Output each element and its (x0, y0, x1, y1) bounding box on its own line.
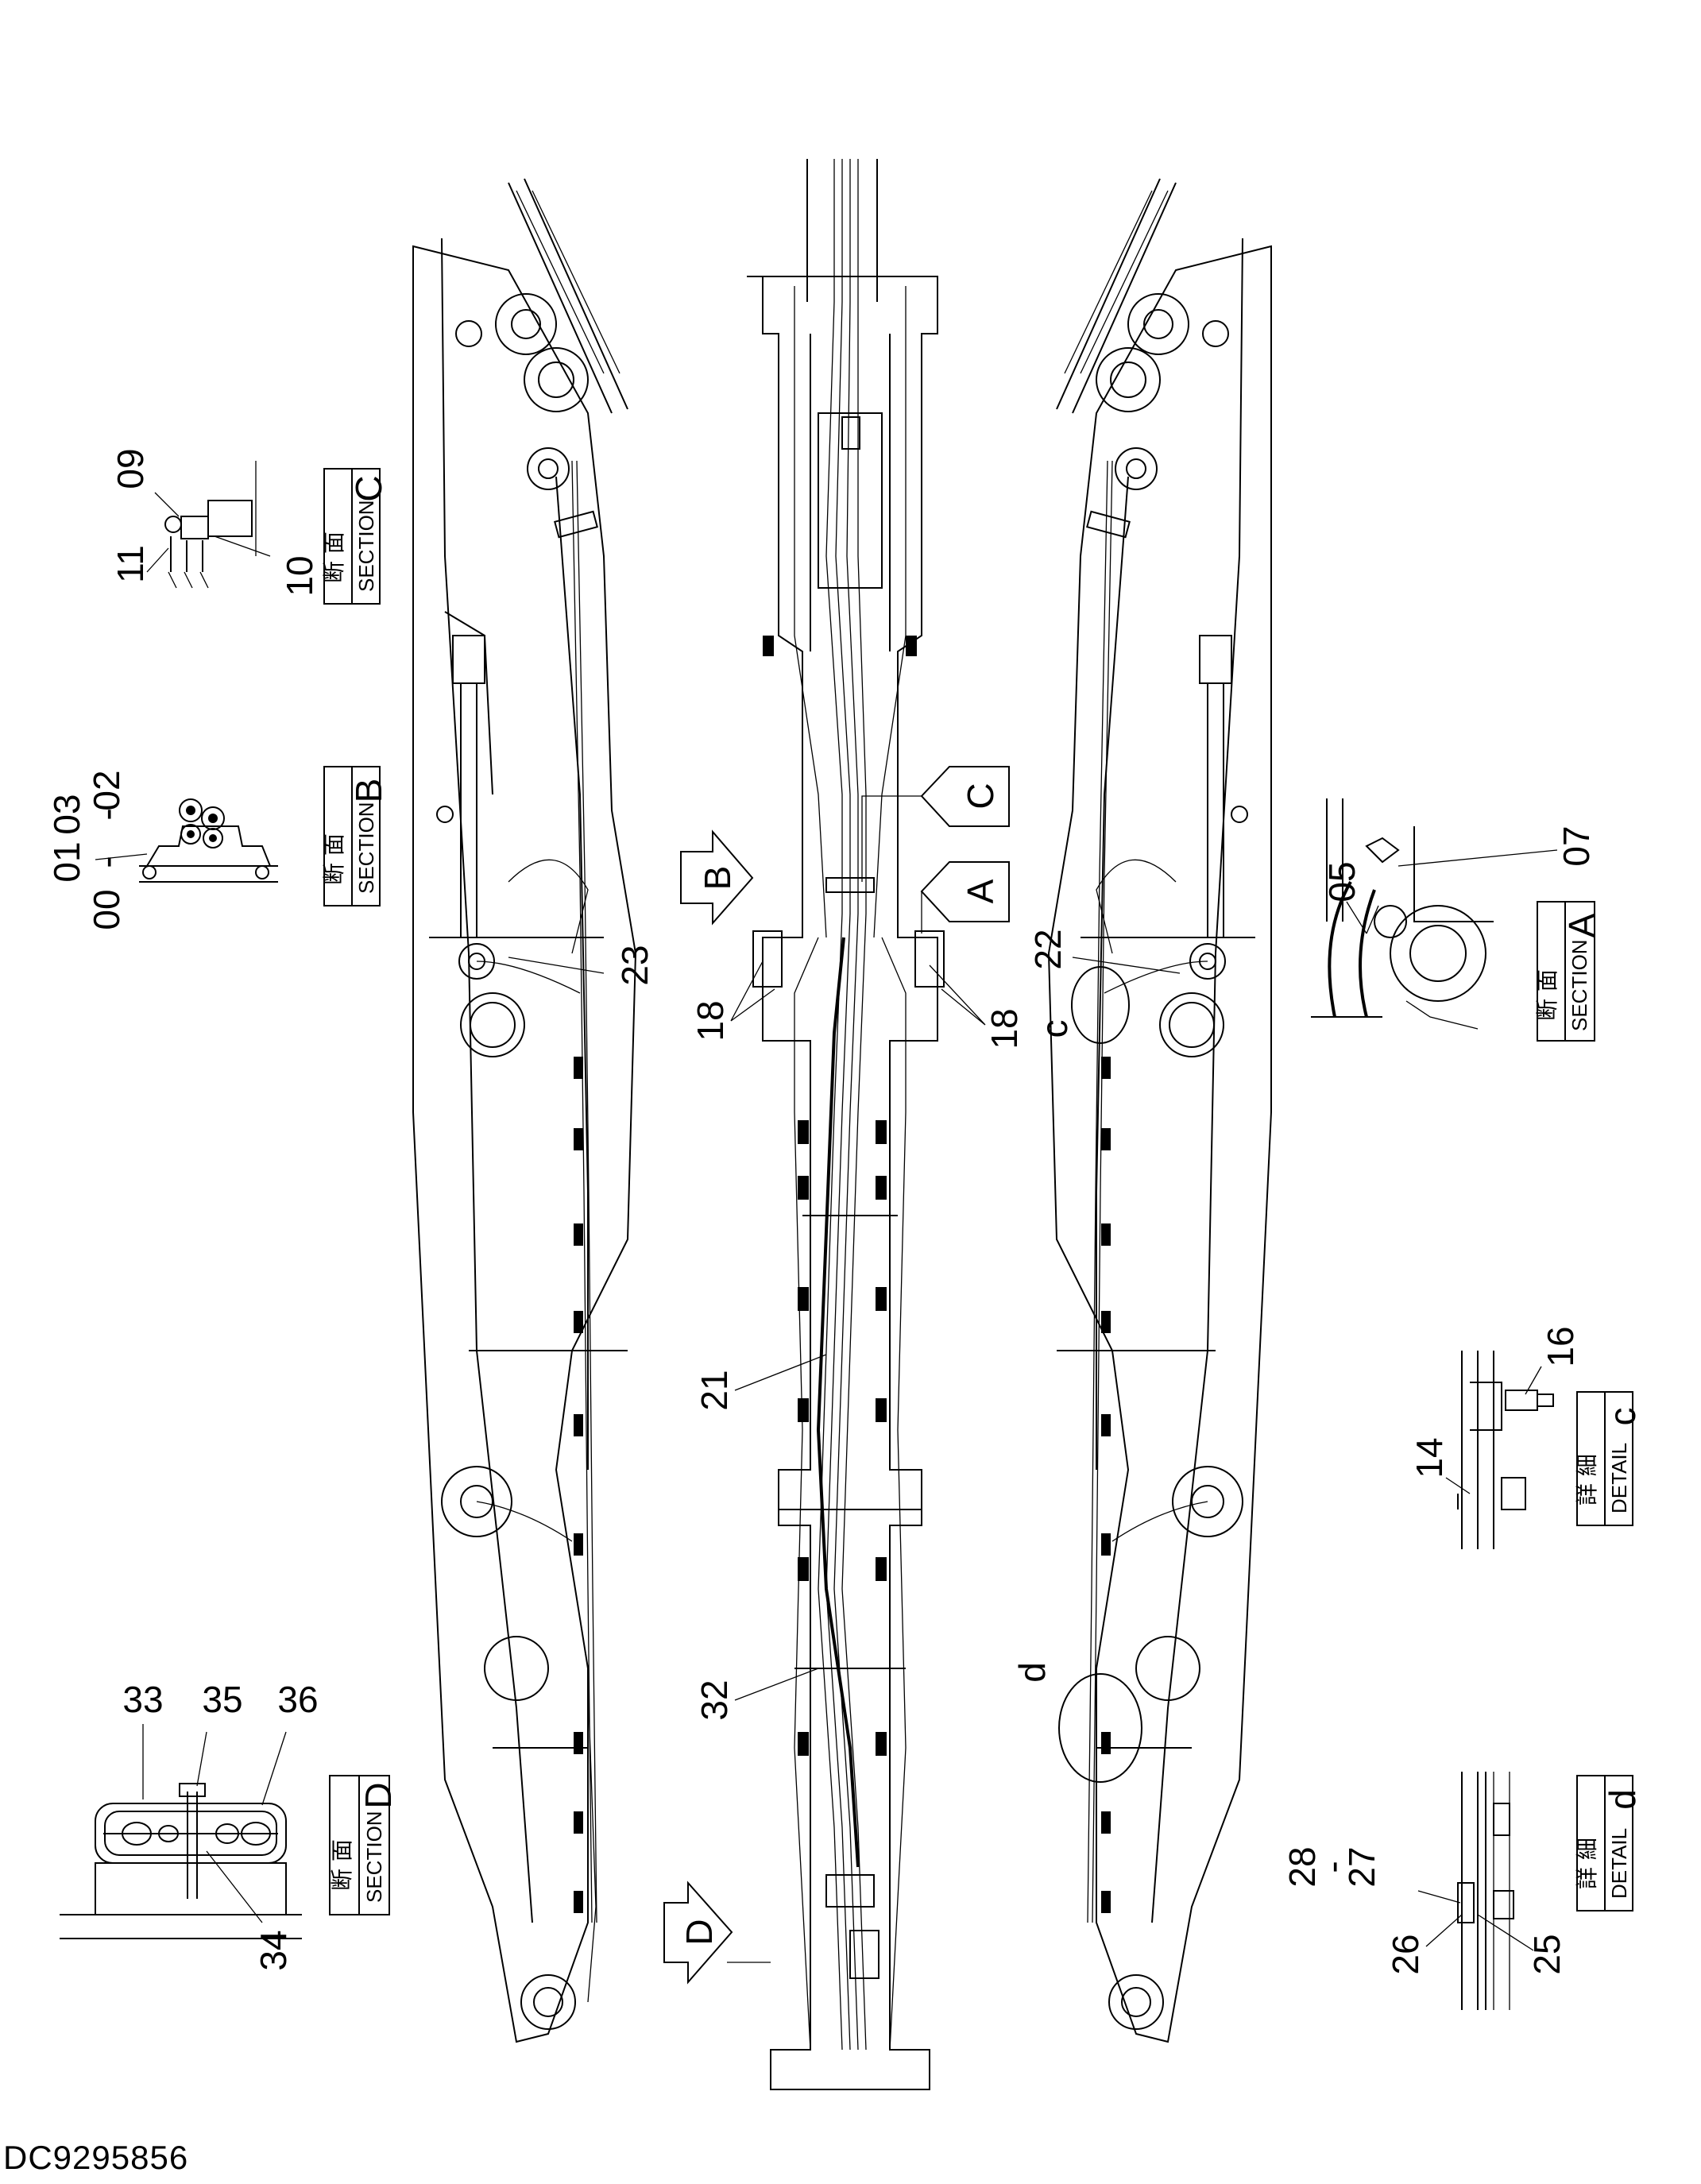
section-d-view: 33 35 36 34 断 面 SECTION D (60, 1679, 399, 1971)
svg-text:C: C (348, 475, 389, 501)
callout-22: 22 (1027, 929, 1181, 974)
svg-text:05: 05 (1321, 861, 1363, 902)
svg-text:d: d (1011, 1662, 1053, 1683)
svg-text:B: B (697, 866, 738, 891)
svg-text:00: 00 (86, 889, 127, 930)
detail-d-view: 28 - 27 26 25 詳 細 DETAIL d (1282, 1772, 1643, 2010)
svg-text:断 面: 断 面 (1534, 969, 1560, 1021)
svg-text:詳 細: 詳 細 (1574, 1454, 1600, 1506)
svg-text:-: - (86, 808, 127, 820)
svg-text:-: - (86, 856, 127, 868)
view-arrow-d: D (663, 1881, 771, 1985)
svg-text:断 面: 断 面 (321, 833, 347, 885)
svg-text:B: B (348, 779, 389, 803)
document-id: DC9295856 (3, 2139, 189, 2176)
view-arrow-b: B (680, 829, 754, 926)
svg-text:02: 02 (86, 770, 127, 810)
view-arrow-a: A (920, 861, 1010, 934)
svg-text:34: 34 (253, 1930, 294, 1970)
svg-text:DETAIL: DETAIL (1607, 1828, 1631, 1899)
svg-text:SECTION: SECTION (354, 500, 378, 592)
svg-text:18: 18 (690, 1000, 731, 1041)
svg-text:断 面: 断 面 (321, 532, 347, 583)
svg-text:c: c (1602, 1408, 1643, 1426)
svg-text:C: C (960, 783, 1001, 809)
callout-21: 21 (694, 1354, 827, 1411)
detail-c-circle (1071, 966, 1130, 1044)
section-a-view: 05 07 断 面 SECTION A (1311, 798, 1602, 1042)
svg-text:D: D (358, 1782, 399, 1808)
svg-text:28: 28 (1282, 1846, 1323, 1887)
svg-text:26: 26 (1385, 1934, 1426, 1974)
svg-text:18: 18 (984, 1008, 1025, 1049)
callout-23: 23 (508, 945, 655, 986)
svg-text:SECTION: SECTION (1568, 939, 1591, 1031)
svg-text:09: 09 (110, 448, 151, 489)
svg-text:SECTION: SECTION (362, 1811, 386, 1903)
callout-c-marker: c (1034, 1020, 1075, 1038)
svg-text:11: 11 (110, 545, 151, 583)
svg-text:07: 07 (1556, 825, 1597, 866)
svg-text:D: D (678, 1919, 720, 1945)
svg-text:25: 25 (1526, 1934, 1568, 1974)
svg-text:-: - (1312, 1861, 1353, 1873)
svg-text:A: A (1561, 913, 1602, 937)
svg-text:10: 10 (279, 555, 320, 596)
right-boom-side-view (1047, 178, 1272, 2043)
svg-text:01: 01 (46, 841, 87, 882)
svg-text:35: 35 (202, 1679, 242, 1720)
detail-c-view: 16 14 詳 細 DETAIL c (1409, 1326, 1643, 1549)
svg-text:36: 36 (277, 1679, 318, 1720)
svg-text:03: 03 (46, 794, 87, 834)
detail-d-circle (1058, 1673, 1142, 1783)
section-b-view: 03 01 - - 02 00 断 面 SECTION B (46, 766, 389, 930)
section-c-view: 09 11 10 断 面 SECTION C (110, 448, 389, 605)
center-boom-top-view (747, 159, 945, 2090)
svg-text:14: 14 (1409, 1437, 1450, 1478)
svg-text:23: 23 (614, 945, 655, 985)
svg-text:27: 27 (1341, 1846, 1382, 1887)
svg-text:c: c (1034, 1020, 1075, 1038)
svg-text:d: d (1602, 1789, 1643, 1810)
svg-text:断 面: 断 面 (329, 1839, 355, 1891)
svg-text:32: 32 (694, 1680, 735, 1720)
view-arrow-c: C (861, 766, 1010, 882)
svg-text:33: 33 (122, 1679, 163, 1720)
callout-18-left: 18 (690, 961, 775, 1042)
svg-text:SECTION: SECTION (354, 802, 378, 894)
callout-32: 32 (694, 1668, 819, 1721)
left-boom-side-view (412, 178, 637, 2043)
callout-18-right: 18 (929, 964, 1025, 1049)
svg-text:22: 22 (1027, 929, 1069, 969)
svg-text:21: 21 (694, 1370, 735, 1410)
svg-text:詳 細: 詳 細 (1574, 1838, 1600, 1889)
svg-text:DETAIL: DETAIL (1607, 1443, 1631, 1513)
svg-text:A: A (960, 879, 1001, 903)
svg-text:16: 16 (1540, 1326, 1581, 1366)
callout-d-marker: d (1011, 1662, 1053, 1683)
